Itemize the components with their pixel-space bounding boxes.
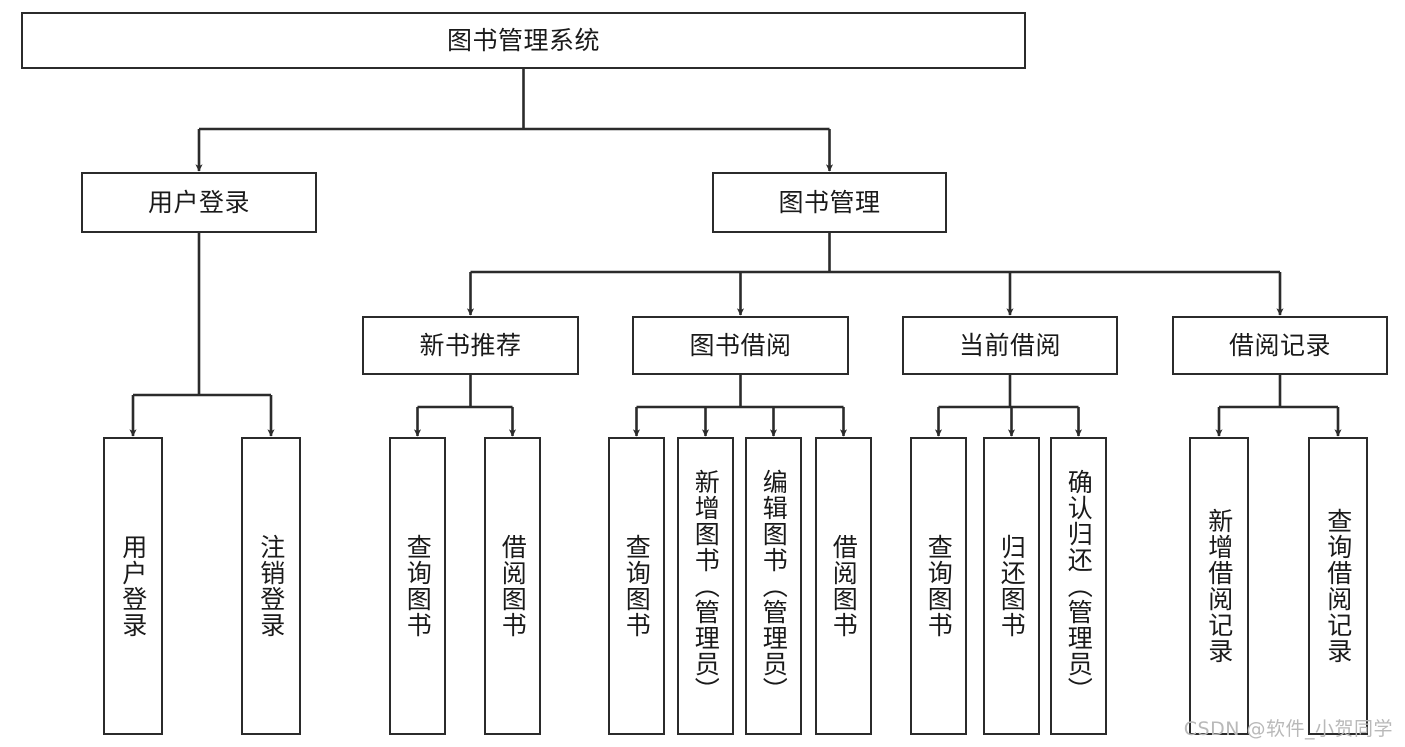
leaf-borrow-book-label: 借阅图书 [829, 534, 859, 638]
node-new-book-recommend[interactable]: 新书推荐 [362, 316, 579, 375]
leaf-query-book-recommend-label: 查询图书 [403, 534, 433, 638]
watermark: CSDN @软件_小贺同学 [1183, 718, 1393, 740]
leaf-logout-label: 注销登录 [256, 534, 286, 638]
node-root-label: 图书管理系统 [446, 25, 600, 55]
leaf-query-book-current-label: 查询图书 [924, 534, 954, 638]
leaf-query-book-current[interactable]: 查询图书 [910, 437, 967, 735]
node-book-borrow-label: 图书借阅 [689, 330, 792, 360]
leaf-borrow-book-recommend-label: 借阅图书 [498, 534, 528, 638]
leaf-query-book-borrow[interactable]: 查询图书 [608, 437, 665, 735]
leaf-query-book-recommend[interactable]: 查询图书 [389, 437, 446, 735]
node-current-borrow-label: 当前借阅 [958, 330, 1061, 360]
leaf-logout[interactable]: 注销登录 [241, 437, 301, 735]
node-book-management-label: 图书管理 [778, 187, 881, 217]
node-user-login-label: 用户登录 [147, 187, 250, 217]
node-borrow-record-label: 借阅记录 [1228, 330, 1331, 360]
leaf-borrow-book-recommend[interactable]: 借阅图书 [484, 437, 541, 735]
leaf-add-borrow-record[interactable]: 新增借阅记录 [1189, 437, 1249, 735]
leaf-borrow-book[interactable]: 借阅图书 [815, 437, 872, 735]
node-user-login[interactable]: 用户登录 [81, 172, 317, 233]
leaf-confirm-return-admin[interactable]: 确认归还（管理员） [1050, 437, 1107, 735]
node-current-borrow[interactable]: 当前借阅 [902, 316, 1118, 375]
leaf-user-login-label: 用户登录 [118, 534, 148, 638]
leaf-user-login[interactable]: 用户登录 [103, 437, 163, 735]
leaf-query-book-borrow-label: 查询图书 [622, 534, 652, 638]
node-book-borrow[interactable]: 图书借阅 [632, 316, 849, 375]
leaf-edit-book-admin[interactable]: 编辑图书（管理员） [745, 437, 802, 735]
leaf-add-book-admin[interactable]: 新增图书（管理员） [677, 437, 734, 735]
leaf-return-book[interactable]: 归还图书 [983, 437, 1040, 735]
node-borrow-record[interactable]: 借阅记录 [1172, 316, 1388, 375]
leaf-add-borrow-record-label: 新增借阅记录 [1204, 508, 1234, 664]
leaf-confirm-return-admin-label: 确认归还（管理员） [1064, 469, 1094, 703]
leaf-add-book-admin-label: 新增图书（管理员） [691, 469, 721, 703]
leaf-query-borrow-record[interactable]: 查询借阅记录 [1308, 437, 1368, 735]
leaf-edit-book-admin-label: 编辑图书（管理员） [759, 469, 789, 703]
node-root[interactable]: 图书管理系统 [21, 12, 1026, 69]
node-book-management[interactable]: 图书管理 [712, 172, 947, 233]
leaf-return-book-label: 归还图书 [997, 534, 1027, 638]
node-new-book-recommend-label: 新书推荐 [419, 330, 522, 360]
leaf-query-borrow-record-label: 查询借阅记录 [1323, 508, 1353, 664]
